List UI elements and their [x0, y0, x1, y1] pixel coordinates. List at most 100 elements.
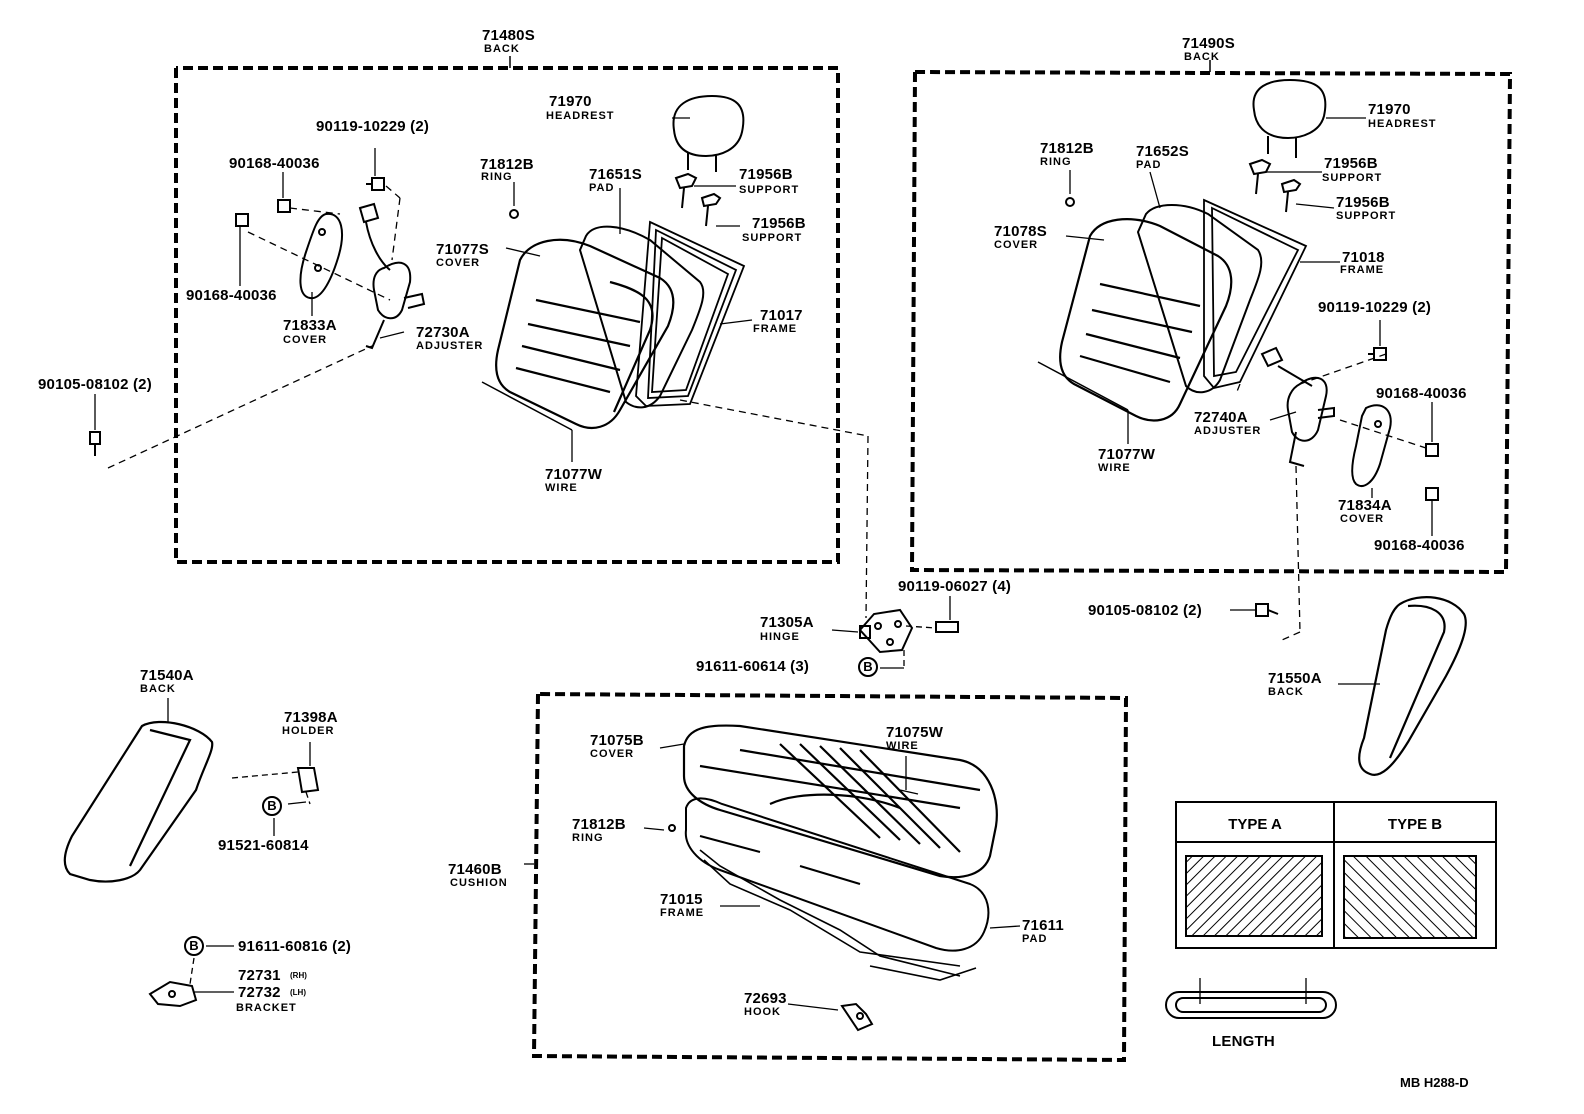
left-side-cover-shape: [299, 212, 343, 300]
length-diagram-shape: [1165, 978, 1337, 1019]
group-71490s-pn: 71490S: [1182, 35, 1235, 52]
rb-frame-pn: 71018: [1342, 249, 1385, 266]
al-back-pn: 71540A: [140, 667, 194, 684]
right-seatback-cover: [1059, 218, 1233, 422]
lb-support2-pn: 71956B: [752, 215, 806, 232]
lb-wire-name: WIRE: [545, 482, 578, 494]
hinge-screw-pn: 91611-60614 (3): [696, 658, 810, 675]
group-71460b-pn: 71460B: [448, 861, 502, 878]
left-dashed-links: [107, 185, 869, 619]
lb-ring-pn: 71812B: [480, 156, 534, 173]
cu-hook-name: HOOK: [744, 1006, 781, 1018]
right-seatback-frame: [1203, 198, 1308, 390]
lb-bolt-a-pn: 90119-10229 (2): [316, 118, 430, 135]
hinge-pn: 71305A: [760, 614, 814, 631]
ar-back-pn: 71550A: [1268, 670, 1322, 687]
lb-side-cover-pn: 71833A: [283, 317, 337, 334]
diagram-code: MB H288-D: [1400, 1075, 1469, 1090]
al-bracket-lh-suffix: (LH): [290, 988, 306, 997]
left-seatback-pad: [578, 225, 705, 409]
hook-shape: [840, 1002, 874, 1032]
rb-support2-pn: 71956B: [1336, 194, 1390, 211]
al-holder-name: HOLDER: [282, 725, 335, 737]
rb-pad-pn: 71652S: [1136, 143, 1189, 160]
lb-pad-name: PAD: [589, 182, 615, 194]
rb-support1-pn: 71956B: [1324, 155, 1378, 172]
lb-wire-pn: 71077W: [545, 466, 603, 483]
type-a-swatch: [1185, 855, 1323, 937]
lb-screw-b-pn: 90168-40036: [186, 287, 277, 304]
cushion-cover-shape: [682, 724, 998, 879]
left-armrest-shape: [63, 720, 214, 883]
cu-cover-name: COVER: [590, 748, 635, 760]
rb-screw-b-pn: 90168-40036: [1374, 537, 1465, 554]
rb-support2-name: SUPPORT: [1336, 210, 1397, 222]
type-table-frame: [1175, 801, 1497, 949]
left-leaders: [94, 117, 753, 462]
hinge-shape: [858, 608, 959, 654]
cushion-frame-shape: [699, 849, 977, 981]
rb-support1-name: SUPPORT: [1322, 172, 1383, 184]
lb-support2-name: SUPPORT: [742, 232, 803, 244]
al-screw-pn: 91521-60814: [218, 837, 309, 854]
rb-ring-name: RING: [1040, 156, 1072, 168]
rb-frame-name: FRAME: [1340, 264, 1385, 276]
type-a-header: TYPE A: [1228, 816, 1282, 833]
cu-pad-pn: 71611: [1022, 917, 1064, 934]
right-seatback-pad: [1136, 204, 1263, 394]
left-seatback-cover: [495, 238, 675, 429]
right-armrest-shape: [1358, 596, 1467, 776]
right-back-group-box: [909, 70, 1513, 575]
cu-ring-name: RING: [572, 832, 604, 844]
cu-frame-name: FRAME: [660, 907, 705, 919]
lb-support1-pn: 71956B: [739, 166, 793, 183]
lb-headrest-pn: 71970: [549, 93, 592, 110]
rb-wire-name: WIRE: [1098, 462, 1131, 474]
left-bolts: [89, 177, 385, 456]
al-bracket-name: BRACKET: [236, 1002, 297, 1014]
rb-headrest-pn: 71970: [1368, 101, 1411, 118]
lb-screw-a-pn: 90168-40036: [229, 155, 320, 172]
cu-cover-pn: 71075B: [590, 732, 644, 749]
group-71480s-name: BACK: [484, 43, 520, 55]
lb-frame-name: FRAME: [753, 323, 798, 335]
group-71490s-name: BACK: [1184, 51, 1220, 63]
al-bracket-lh-pn: 72732: [238, 984, 281, 1001]
rb-headrest-name: HEADREST: [1368, 118, 1437, 130]
hinge-name: HINGE: [760, 631, 800, 643]
cu-frame-pn: 71015: [660, 891, 703, 908]
right-supports: [1248, 158, 1302, 213]
rb-adjuster-pn: 72740A: [1194, 409, 1248, 426]
cushion-group-box: [531, 692, 1129, 1063]
group-71480s-pn: 71480S: [482, 27, 535, 44]
right-dashed-links: [1235, 353, 1427, 641]
right-side-cover-shape: [1351, 404, 1392, 487]
ref-b-marker: B: [858, 657, 878, 677]
left-adjuster-shape: [358, 202, 426, 350]
right-headrest-shape: [1252, 78, 1327, 158]
group-71460b-name: CUSHION: [450, 877, 508, 889]
rb-bolt-a-pn: 90119-10229 (2): [1318, 299, 1432, 316]
rb-ring-pn: 71812B: [1040, 140, 1094, 157]
rb-side-cover-name: COVER: [1340, 513, 1385, 525]
lb-adjuster-name: ADJUSTER: [416, 340, 484, 352]
lb-support1-name: SUPPORT: [739, 184, 800, 196]
al-screw2-pn: 91611-60816 (2): [238, 938, 352, 955]
right-leaders: [1065, 117, 1433, 536]
type-b-header: TYPE B: [1387, 816, 1443, 833]
type-b-swatch: [1343, 855, 1477, 939]
ref-b-marker-3: B: [184, 936, 204, 956]
cu-ring-pn: 71812B: [572, 816, 626, 833]
lb-bolt-b-pn: 90105-08102 (2): [38, 376, 152, 393]
cu-wire-pn: 71075W: [886, 724, 944, 741]
ar-back-name: BACK: [1268, 686, 1304, 698]
cu-pad-name: PAD: [1022, 933, 1048, 945]
cu-hook-pn: 72693: [744, 990, 787, 1007]
lb-frame-pn: 71017: [760, 307, 803, 324]
left-seatback-frame: [635, 220, 746, 407]
rb-wire-pn: 71077W: [1098, 446, 1156, 463]
right-adjuster-shape: [1260, 346, 1335, 467]
cushion-pad-shape: [684, 797, 990, 952]
al-back-name: BACK: [140, 683, 176, 695]
